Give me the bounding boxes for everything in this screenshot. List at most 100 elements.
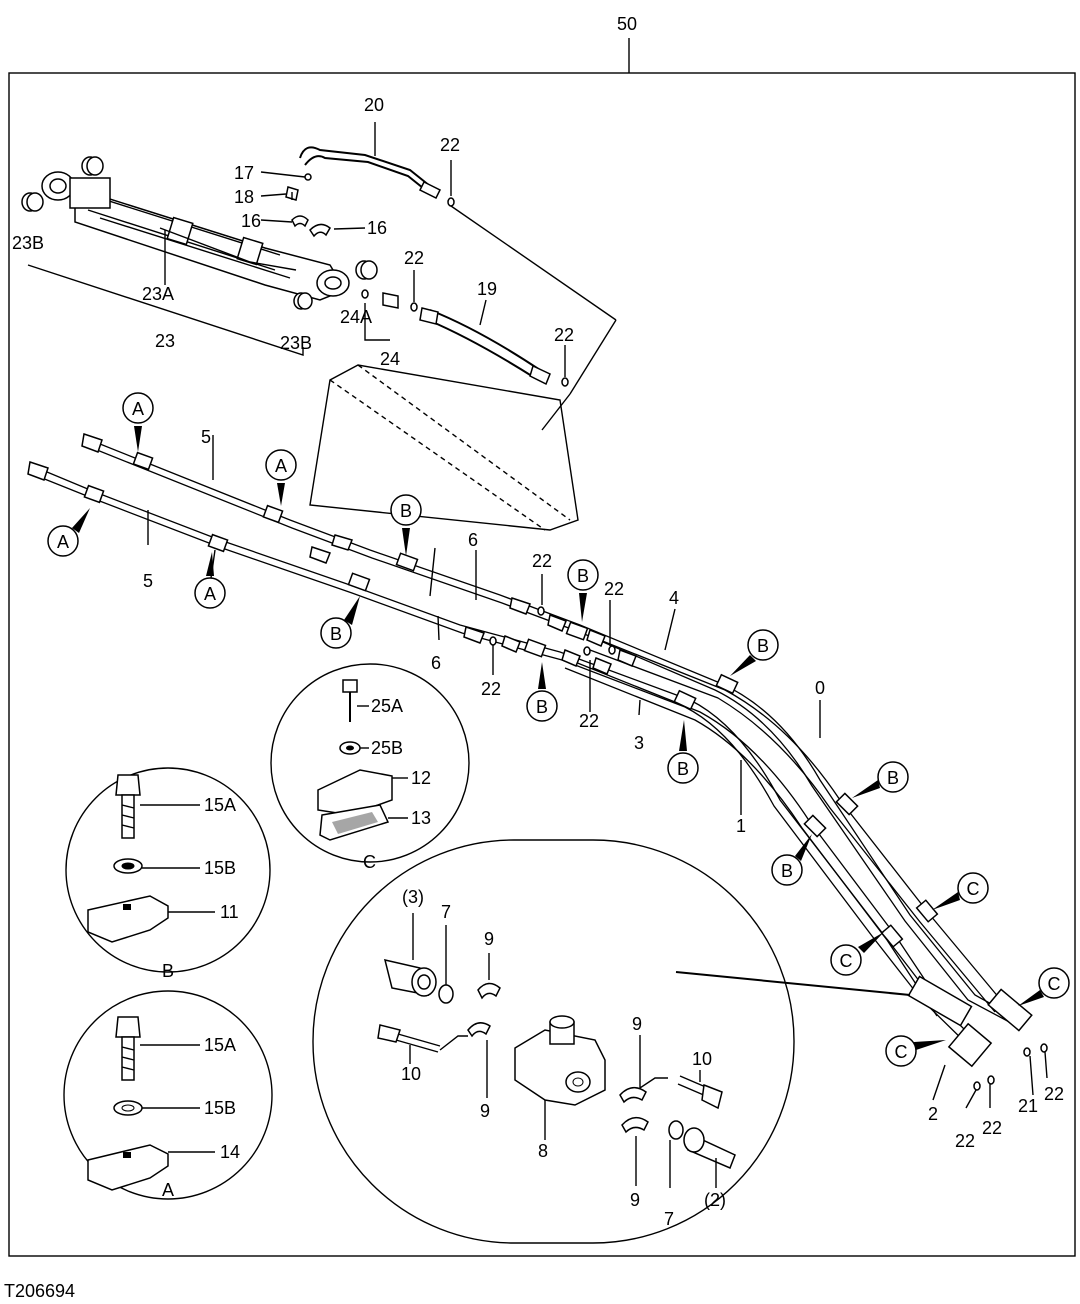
callout-16: 16 [241,211,261,231]
svg-text:B: B [781,861,793,881]
marker-a: A [122,392,154,452]
callout-9: 9 [484,929,494,949]
callout-6: 6 [431,653,441,673]
callout-23b: 23B [12,233,44,253]
boom-cylinder [41,171,350,301]
callout-5: 5 [143,571,153,591]
callout-8: 8 [538,1141,548,1161]
callout-2: 2 [928,1104,938,1124]
detail-c [270,663,470,863]
callout-22: 22 [440,135,460,155]
callout-22: 22 [404,248,424,268]
callout-22: 22 [982,1118,1002,1138]
callout-14: 14 [220,1142,240,1162]
detail-label-c: C [363,852,376,872]
svg-text:B: B [677,759,689,779]
callout-15b: 15B [204,1098,236,1118]
marker-c: C [830,932,884,976]
callout-25b: 25B [371,738,403,758]
fitting-24 [361,289,418,312]
callout-22: 22 [1044,1084,1064,1104]
svg-text:C: C [895,1042,908,1062]
marker-a: A [194,552,226,609]
callout-5: 5 [201,427,211,447]
clamp-markers: A A A A B B B B B B B B C C C C [47,392,1070,1067]
callout-22: 22 [554,325,574,345]
split-flange-bolts [285,173,331,238]
svg-text:B: B [757,636,769,656]
hose-19 [427,309,541,379]
callout-10: 10 [401,1064,421,1084]
detail-b [65,767,271,973]
svg-text:B: B [400,501,412,521]
swivel-valve-detail [312,839,911,1244]
pipe-end-fittings [27,433,637,675]
callout-24a: 24A [340,307,372,327]
marker-b: B [667,720,699,784]
callout-13: 13 [411,808,431,828]
callout-22: 22 [604,579,624,599]
callout-22: 22 [579,711,599,731]
callout-23: 23 [155,331,175,351]
callout-18: 18 [234,187,254,207]
marker-b: B [390,494,422,556]
assembly-label: 50 [617,14,637,34]
svg-text:A: A [132,399,144,419]
svg-text:A: A [57,532,69,552]
detail-label-a: A [162,1180,174,1200]
marker-b: B [526,662,558,722]
callout-6: 6 [468,530,478,550]
svg-text:B: B [887,768,899,788]
callout-0: 0 [815,678,825,698]
callout-21: 21 [1018,1096,1038,1116]
marker-c: C [1018,967,1070,1006]
pipe-clamps [83,451,1033,1068]
svg-text:B: B [536,697,548,717]
callout-23a: 23A [142,284,174,304]
callout-9: 9 [632,1014,642,1034]
svg-text:A: A [275,456,287,476]
callout-7: 7 [441,902,451,922]
callout-12: 12 [411,768,431,788]
detail-label-b: B [162,961,174,981]
marker-b: B [852,761,909,798]
svg-text:C: C [840,951,853,971]
cylinder-bushing-23b-left [21,156,378,310]
svg-text:C: C [1048,974,1061,994]
marker-c: C [885,1035,946,1067]
tube-20 [299,146,431,193]
callout-9: 9 [630,1190,640,1210]
callout-11: 11 [220,902,239,922]
marker-b: B [730,629,779,676]
callout-3-paren: (3) [402,887,424,907]
callout-2-paren: (2) [704,1190,726,1210]
callout-16: 16 [367,218,387,238]
callout-1: 1 [736,816,746,836]
callout-24: 24 [380,349,400,369]
svg-text:A: A [204,584,216,604]
callout-3: 3 [634,733,644,753]
exploded-view-boundary [309,364,579,531]
figure-id: T206694 [4,1281,75,1301]
callout-17: 17 [234,163,254,183]
callout-19: 19 [477,279,497,299]
callout-7: 7 [664,1209,674,1229]
callout-22: 22 [532,551,552,571]
svg-text:C: C [967,879,980,899]
callout-25a: 25A [371,696,403,716]
marker-b: B [320,596,360,649]
callout-15a: 15A [204,1035,236,1055]
svg-text:B: B [577,566,589,586]
callout-15b: 15B [204,858,236,878]
marker-a: A [47,508,90,557]
callout-15a: 15A [204,795,236,815]
callout-4: 4 [669,588,679,608]
callout-10: 10 [692,1049,712,1069]
callout-22: 22 [481,679,501,699]
detail-a [63,990,273,1200]
callout-9: 9 [480,1101,490,1121]
callout-22: 22 [955,1131,975,1151]
callout-23b: 23B [280,333,312,353]
callout-labels: 20 22 17 18 16 16 23B 22 19 23A 24A 23 2… [4,95,1064,1301]
